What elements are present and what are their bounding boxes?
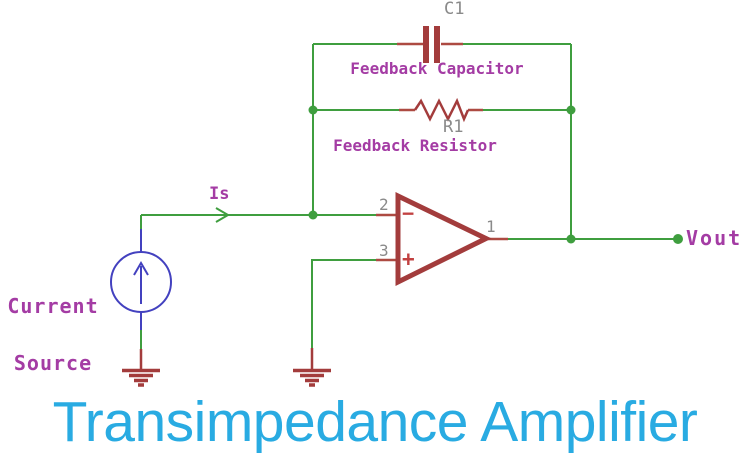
wire-noninverting-to-ground bbox=[311, 259, 398, 348]
current-source-circle bbox=[110, 251, 172, 313]
output-label: Vout bbox=[686, 226, 743, 250]
current-direction-arrow-icon bbox=[215, 207, 230, 223]
resistor-symbol bbox=[399, 97, 483, 123]
junction-dots bbox=[308, 105, 576, 244]
capacitor-description: Feedback Capacitor bbox=[350, 59, 524, 78]
current-label: Is bbox=[209, 184, 230, 204]
current-source-label-line2: Source bbox=[13, 351, 93, 375]
capacitor-refdes: C1 bbox=[444, 0, 465, 19]
capacitor-plate-left bbox=[423, 26, 429, 63]
opamp-pin1-number: 1 bbox=[486, 217, 496, 236]
current-source-arrow-head bbox=[133, 261, 149, 276]
opamp-inverting-sign: − bbox=[402, 201, 415, 225]
ground-symbol-source bbox=[122, 349, 160, 387]
output-terminal-dot bbox=[673, 234, 683, 244]
junction-dot bbox=[566, 234, 576, 244]
current-source-label-line1: Current bbox=[7, 294, 99, 318]
page-title: Transimpedance Amplifier bbox=[52, 390, 698, 454]
ground-symbol-input bbox=[293, 348, 331, 387]
opamp-symbol bbox=[376, 192, 508, 287]
junction-dot bbox=[308, 105, 318, 115]
ground-bars bbox=[122, 368, 160, 387]
opamp-pin3-number: 3 bbox=[379, 241, 389, 260]
opamp-noninverting-sign: + bbox=[402, 247, 415, 271]
ground-bars bbox=[293, 368, 331, 387]
capacitor-plate-right bbox=[434, 26, 440, 63]
junction-dot bbox=[308, 210, 318, 220]
current-source-symbol bbox=[110, 229, 172, 330]
resistor-zigzag bbox=[413, 97, 470, 123]
current-source-label: Current Source bbox=[2, 259, 104, 411]
junction-dot bbox=[566, 105, 576, 115]
wires bbox=[140, 43, 676, 349]
opamp-triangle bbox=[395, 192, 492, 287]
resistor-description: Feedback Resistor bbox=[333, 136, 497, 155]
opamp-pin2-number: 2 bbox=[379, 195, 389, 214]
resistor-refdes: R1 bbox=[443, 117, 464, 137]
capacitor-symbol bbox=[397, 26, 463, 63]
